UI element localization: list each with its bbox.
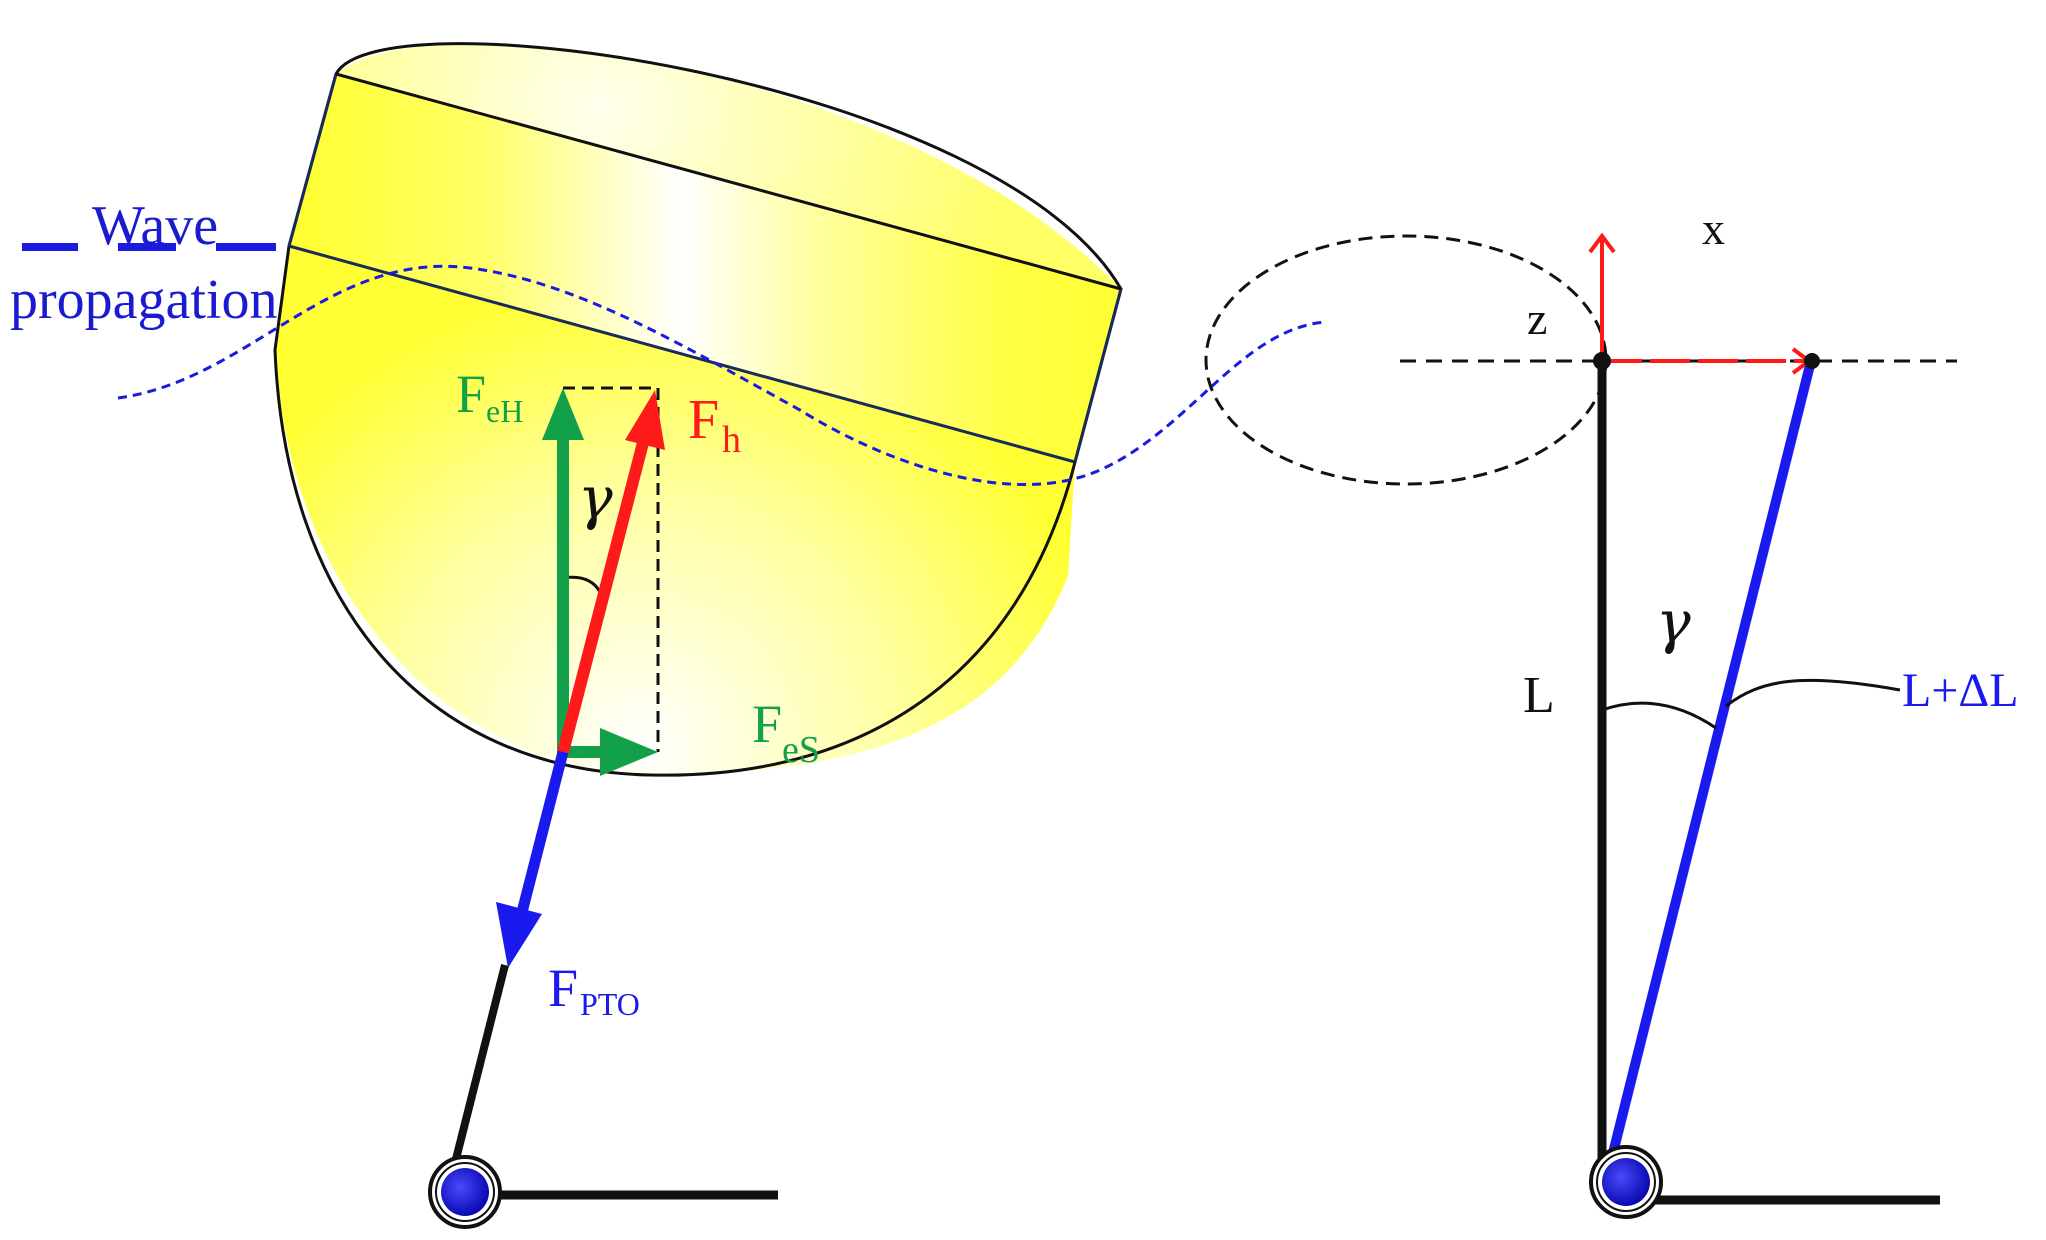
buoy-edge-left bbox=[287, 73, 338, 247]
wave-curve bbox=[117, 264, 1326, 487]
label-f-eh: F eH bbox=[456, 364, 523, 429]
label-f-es: F eS bbox=[752, 694, 820, 771]
L-label: L bbox=[1523, 667, 1555, 724]
f-pto-main: F bbox=[548, 958, 578, 1018]
geometry-right: x z L γ L+ΔL bbox=[1204, 203, 2019, 1219]
tether-left bbox=[451, 964, 509, 1164]
buoy-outline bbox=[273, 42, 1123, 777]
gamma-arc-right bbox=[1601, 701, 1717, 730]
displaced-tether bbox=[1605, 363, 1815, 1167]
f-es-sub: eS bbox=[782, 729, 820, 771]
force-rectangle bbox=[563, 386, 660, 752]
buoy bbox=[273, 42, 1123, 777]
origin-dot bbox=[1593, 352, 1611, 370]
buoy-bowl bbox=[275, 246, 1075, 775]
f-eh-arrow bbox=[542, 388, 584, 752]
buoy-top-cap bbox=[336, 44, 1121, 290]
wave-legend: Wave propagation bbox=[10, 195, 277, 331]
f-pto-sub: PTO bbox=[580, 986, 640, 1022]
anchor-joint-left bbox=[428, 1155, 502, 1229]
wave-label-line2: propagation bbox=[10, 269, 277, 331]
z-arrowhead bbox=[1588, 232, 1616, 254]
buoy-edge-right bbox=[1073, 288, 1123, 463]
x-label: x bbox=[1702, 203, 1725, 254]
f-pto-arrow bbox=[496, 750, 569, 968]
L-dL-label: L+ΔL bbox=[1902, 664, 2019, 717]
label-f-h: F h bbox=[688, 389, 741, 461]
f-eh-sub: eH bbox=[486, 393, 523, 429]
anchor-joint-right bbox=[1589, 1145, 1663, 1219]
wave-label-line1: Wave bbox=[92, 195, 218, 257]
gamma-label-left: γ bbox=[578, 464, 613, 532]
z-label: z bbox=[1527, 293, 1547, 344]
f-h-arrow bbox=[557, 390, 665, 754]
f-eh-main: F bbox=[456, 364, 486, 424]
buoy-band bbox=[289, 74, 1121, 462]
displaced-dot bbox=[1804, 353, 1820, 369]
leader-line bbox=[1725, 678, 1901, 708]
f-h-sub: h bbox=[722, 419, 741, 461]
buoy-deck-line bbox=[335, 72, 1122, 291]
f-es-main: F bbox=[752, 694, 782, 754]
f-h-main: F bbox=[688, 389, 719, 451]
label-f-pto: F PTO bbox=[548, 958, 640, 1022]
gamma-label-right: γ bbox=[1656, 588, 1691, 656]
buoy-waterline bbox=[288, 244, 1076, 464]
